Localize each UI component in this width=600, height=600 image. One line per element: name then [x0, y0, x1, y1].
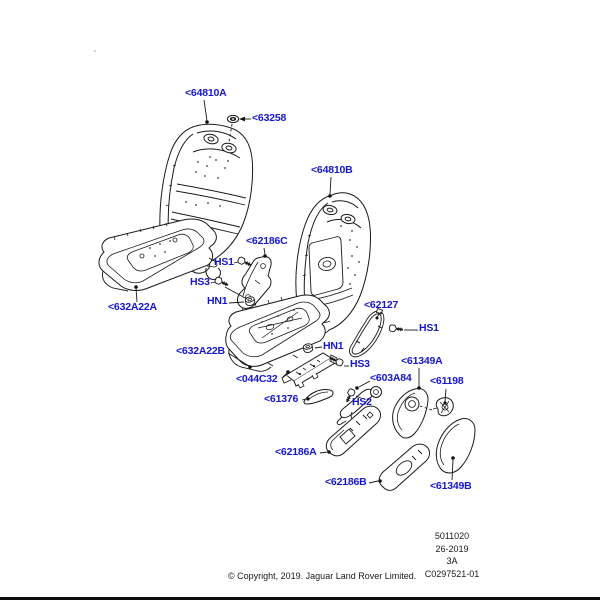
part-label-632A22B[interactable]: <632A22B	[176, 345, 225, 357]
part-label-HS2[interactable]: HS2	[352, 396, 372, 408]
part-label-HS1-b[interactable]: HS1	[419, 322, 439, 334]
part-label-62186C[interactable]: <62186C	[246, 235, 288, 247]
part-label-HS1-a[interactable]: HS1	[214, 256, 234, 268]
handle-lever-61376	[303, 389, 334, 405]
outer-trim-61349b	[435, 418, 476, 474]
part-label-64810A[interactable]: <64810A	[185, 87, 227, 99]
part-label-044C32[interactable]: <044C32	[236, 373, 278, 385]
part-label-61376[interactable]: <61376	[264, 393, 299, 405]
part-label-HS3-a[interactable]: HS3	[190, 276, 210, 288]
recliner-trim-61349a	[392, 388, 433, 439]
part-label-62186B[interactable]: <62186B	[325, 476, 367, 488]
valance-panel-62186a	[325, 405, 381, 457]
part-label-603A84[interactable]: <603A84	[370, 372, 412, 384]
date-code: 26-2019	[435, 543, 469, 554]
washer-icon-63258	[226, 114, 240, 143]
part-label-64810B[interactable]: <64810B	[311, 164, 353, 176]
part-label-61198[interactable]: <61198	[430, 375, 464, 387]
adjuster-knob-61198	[432, 397, 454, 417]
sheet-code: 3A	[446, 556, 458, 567]
scan-artifact-dot	[94, 50, 96, 52]
page-bottom-rule	[0, 597, 600, 600]
nut-icon-hn1-b	[302, 342, 314, 354]
leader-lines	[134, 99, 455, 484]
part-label-63258[interactable]: <63258	[252, 112, 287, 124]
screw-icon-hs1-b	[388, 323, 405, 334]
part-label-632A22A[interactable]: <632A22A	[108, 301, 157, 313]
part-label-61349B[interactable]: <61349B	[430, 480, 472, 492]
part-label-61349A[interactable]: <61349A	[401, 355, 443, 367]
valance-panel-62186b	[378, 443, 430, 491]
part-label-62186A[interactable]: <62186A	[275, 446, 317, 458]
seat-cushion-pad-632a22b	[225, 294, 330, 372]
part-label-HS3-b[interactable]: HS3	[350, 358, 370, 370]
screw-icon-hs3-a	[213, 275, 231, 289]
drawing-reference-block: 5011020 26-2019 3A C0297521-01	[404, 530, 500, 580]
recliner-bracket-62186c	[237, 256, 272, 309]
figure-number: 5011020	[434, 531, 470, 541]
seat-cushion-pad-632a22a	[98, 218, 218, 292]
part-label-HN1-a[interactable]: HN1	[207, 295, 228, 307]
drawing-code: C0297521-01	[424, 568, 480, 579]
seat-track-044c32	[281, 352, 338, 389]
part-label-HN1-b[interactable]: HN1	[323, 340, 344, 352]
part-label-62127[interactable]: <62127	[364, 299, 399, 311]
copyright-notice: © Copyright, 2019. Jaguar Land Rover Lim…	[228, 571, 417, 581]
